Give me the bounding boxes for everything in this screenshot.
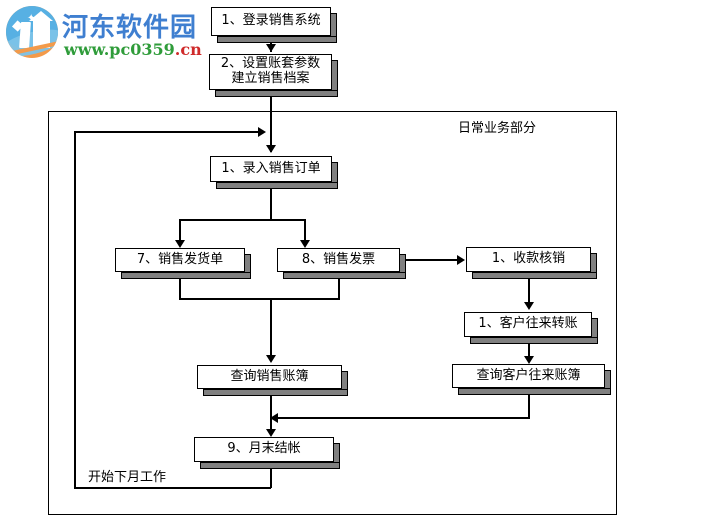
edge-order-split (270, 182, 272, 220)
edge-arrowhead (266, 145, 276, 153)
loop-arrowhead (258, 127, 266, 137)
logo-site-url: www.pc0359.cn (64, 40, 202, 59)
edge-ledger-monthclose (270, 389, 272, 434)
daily-business-label: 日常业务部分 (458, 121, 537, 136)
edge-to-invoice (304, 219, 306, 241)
node-shadow (470, 337, 598, 344)
edge-ar-back (270, 417, 530, 419)
node-delivery-note[interactable]: 7、销售发货单 (115, 248, 245, 272)
node-month-end-close[interactable]: 9、月末结帐 (194, 437, 334, 462)
next-month-label: 开始下月工作 (88, 470, 167, 485)
node-login[interactable]: 1、登录销售系统 (211, 7, 331, 36)
node-setup[interactable]: 2、设置账套参数 建立销售档案 (209, 54, 332, 90)
node-shadow (121, 272, 251, 279)
node-customer-transfer[interactable]: 1、客户往来转账 (464, 312, 592, 337)
node-receipt-settlement[interactable]: 1、收款核销 (466, 247, 591, 272)
node-shadow (283, 272, 406, 279)
loop-line-left (74, 131, 76, 488)
edge-invoice-receipt (406, 259, 463, 261)
edge-split-bar (179, 219, 305, 221)
pc0359-logo-icon: ✦ (6, 6, 58, 58)
daily-business-frame (48, 111, 617, 515)
edge-ar-down (528, 388, 530, 418)
node-shadow (216, 182, 338, 189)
edge-monthclose-loop (270, 462, 272, 488)
logo-url-tld: .cn (174, 40, 202, 59)
edge-receipt-transfer (528, 272, 530, 306)
node-sales-invoice[interactable]: 8、销售发票 (277, 248, 400, 272)
edge-merge-to-ledger (270, 298, 272, 360)
edge-to-delivery (179, 219, 181, 241)
edge-arrowhead (266, 355, 276, 363)
edge-invoice-down (338, 272, 340, 299)
node-shadow (200, 462, 340, 469)
edge-merge-bar (179, 298, 340, 300)
edge-arrowhead (300, 240, 310, 248)
node-sales-order[interactable]: 1、录入销售订单 (210, 156, 332, 182)
node-shadow (203, 389, 348, 396)
edge-arrowhead (175, 240, 185, 248)
node-shadow (217, 36, 337, 43)
edge-setup-order (270, 90, 272, 152)
node-shadow (458, 388, 611, 395)
edge-arrowhead (524, 302, 534, 310)
edge-transfer-ledger (528, 337, 530, 361)
edge-arrowhead (457, 255, 465, 265)
edge-arrowhead (266, 44, 276, 52)
edge-arrowhead (270, 413, 278, 423)
edge-delivery-down (179, 272, 181, 299)
node-shadow (215, 90, 338, 97)
edge-arrowhead (524, 356, 534, 364)
node-shadow (472, 272, 597, 279)
site-logo: ✦ 河东软件园 www.pc0359.cn (6, 4, 206, 66)
logo-url-main: www.pc0359 (64, 40, 175, 59)
loop-line-bottom (74, 487, 271, 489)
node-sales-ledger[interactable]: 查询销售账簿 (197, 365, 342, 389)
node-ar-ledger[interactable]: 查询客户往来账簿 (452, 364, 605, 388)
edge-arrowhead (266, 429, 276, 437)
loop-line-top (74, 131, 260, 133)
logo-site-name: 河东软件园 (62, 13, 198, 43)
